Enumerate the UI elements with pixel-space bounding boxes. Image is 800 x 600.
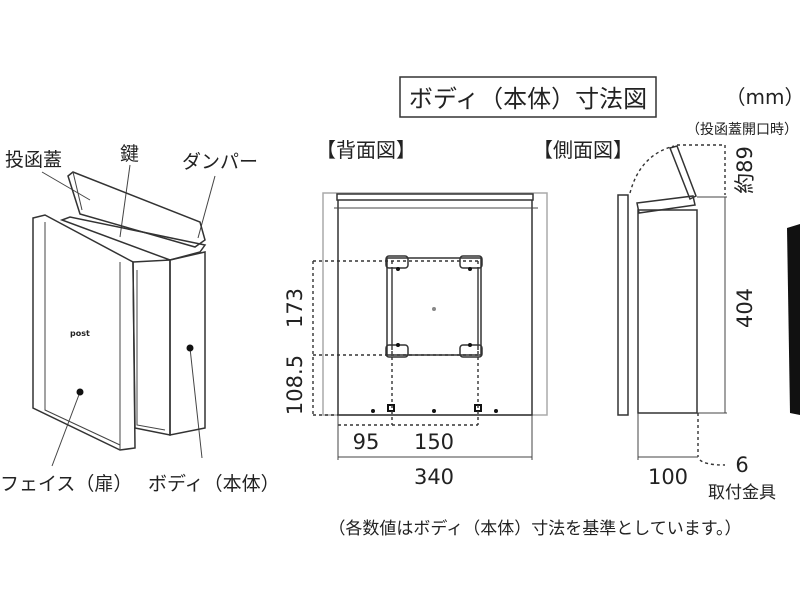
label-body: ボディ（本体） (148, 473, 280, 495)
door-text: post (70, 329, 90, 338)
dim-depth: 100 (648, 465, 688, 489)
bracket-label: 取付金具 (708, 483, 776, 503)
dim-lid-open: 約89 (733, 146, 757, 194)
perspective-view: 投函蓋 鍵 ダンパー フェイス（扉） ボディ（本体） post (0, 143, 280, 495)
lid-open-note: （投函蓋開口時） (686, 122, 798, 138)
side-view: 【側面図】 約89 404 100 6 取付金具 (533, 138, 776, 503)
dim-pitch: 150 (414, 430, 454, 454)
adjacent-image-edge (787, 224, 800, 415)
label-face: フェイス（扉） (0, 473, 132, 495)
dim-upper: 173 (283, 288, 307, 328)
label-lid: 投函蓋 (5, 149, 62, 171)
unit-label: （mm） (726, 85, 800, 109)
dim-height: 404 (733, 288, 757, 328)
dim-lower: 108.5 (283, 355, 307, 415)
dim-width: 340 (414, 465, 454, 489)
back-view-heading: 【背面図】 (316, 138, 416, 162)
footnote: （各数値はボディ（本体）寸法を基準としています。） (328, 518, 741, 539)
diagram-title: ボディ（本体）寸法図 (409, 85, 647, 113)
dim-bracket: 6 (735, 453, 748, 477)
back-view: 【背面図】 173 108.5 95 150 340 (283, 138, 548, 489)
title-box: ボディ（本体）寸法図 (399, 76, 657, 118)
side-view-heading: 【側面図】 (533, 138, 633, 162)
label-damper: ダンパー (182, 151, 258, 173)
label-key: 鍵 (120, 143, 139, 165)
dim-left: 95 (353, 430, 380, 454)
